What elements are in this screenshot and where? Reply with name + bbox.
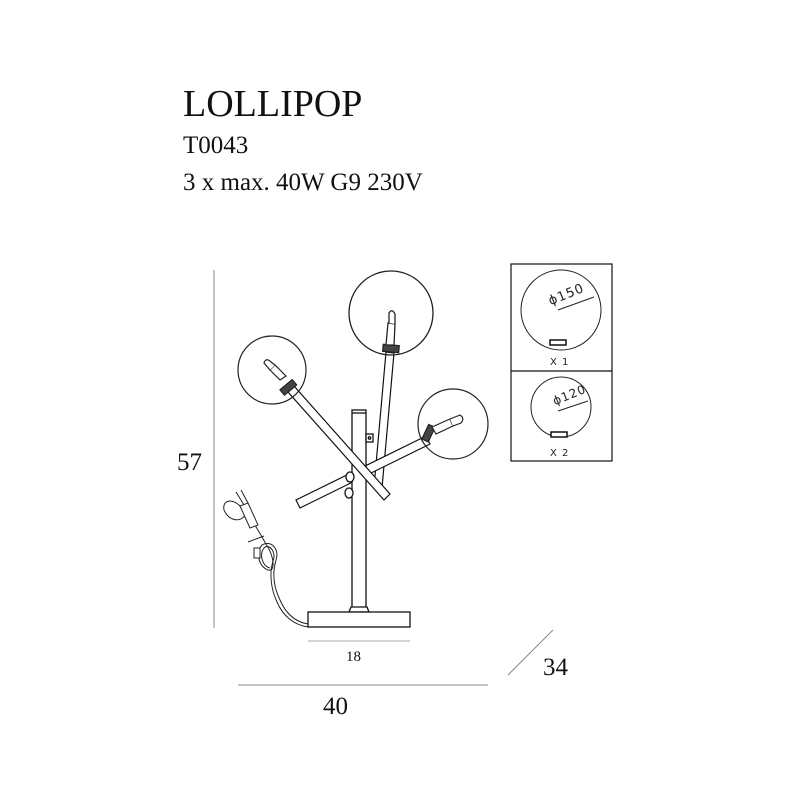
globe-120-detail [530, 376, 592, 438]
lamp-stem [344, 409, 374, 613]
globe-150-detail [520, 269, 602, 351]
height-label: 57 [177, 449, 202, 476]
depth-dimension-line [507, 629, 554, 676]
globe-120-quantity-label: X 2 [550, 448, 570, 459]
product-spec: 3 x max. 40W G9 230V [183, 169, 423, 196]
globe-top [348, 270, 434, 356]
base-width-label: 18 [346, 649, 361, 665]
product-name: LOLLIPOP [183, 83, 363, 125]
globe-detail-panel [510, 263, 613, 462]
lamp-base [307, 611, 411, 628]
product-code: T0043 [183, 132, 249, 159]
globe-right [417, 388, 489, 460]
globe-left [237, 335, 307, 405]
total-width-label: 40 [323, 693, 348, 720]
globe-150-quantity-label: X 1 [550, 357, 570, 368]
power-cable [223, 489, 309, 628]
depth-label: 34 [543, 654, 568, 681]
